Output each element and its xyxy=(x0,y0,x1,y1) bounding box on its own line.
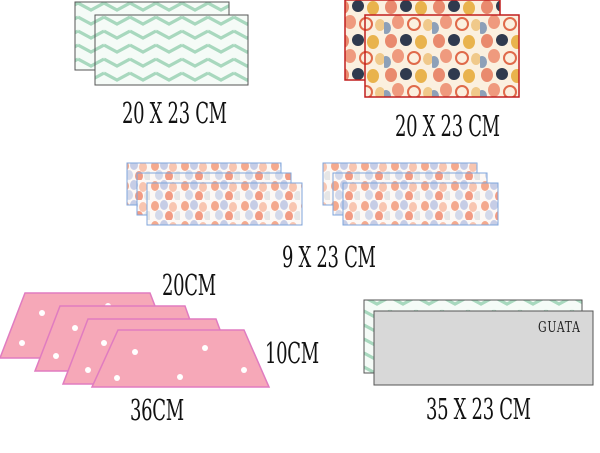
green-pieces-size-label: 20 x 23 cm xyxy=(122,96,227,130)
trapezoid-side-label: 10cm xyxy=(265,336,319,370)
petal-strip-group-right xyxy=(322,162,499,226)
petal-strip xyxy=(146,182,303,226)
chevron-fabric-piece xyxy=(94,14,249,86)
dots-fabric-group xyxy=(344,0,520,98)
batting-group xyxy=(363,299,594,386)
chevron-fabric-group xyxy=(74,1,249,86)
batting-size-label: 35 x 23 cm xyxy=(426,392,531,426)
petal-strips-size-label: 9 x 23 cm xyxy=(282,240,376,274)
petal-strip xyxy=(342,182,499,226)
trapezoid-top-label: 20cm xyxy=(162,268,216,302)
batting-piece xyxy=(373,310,594,386)
dots-pieces-size-label: 20 x 23 cm xyxy=(395,109,500,143)
trapezoid-group xyxy=(0,292,271,388)
trapezoid-bottom-label: 36cm xyxy=(130,393,184,427)
batting-tag-label: GUATA xyxy=(538,318,581,336)
trapezoid-piece xyxy=(90,329,271,388)
petal-strip-group-left xyxy=(126,162,303,226)
dots-fabric-piece xyxy=(364,14,520,98)
